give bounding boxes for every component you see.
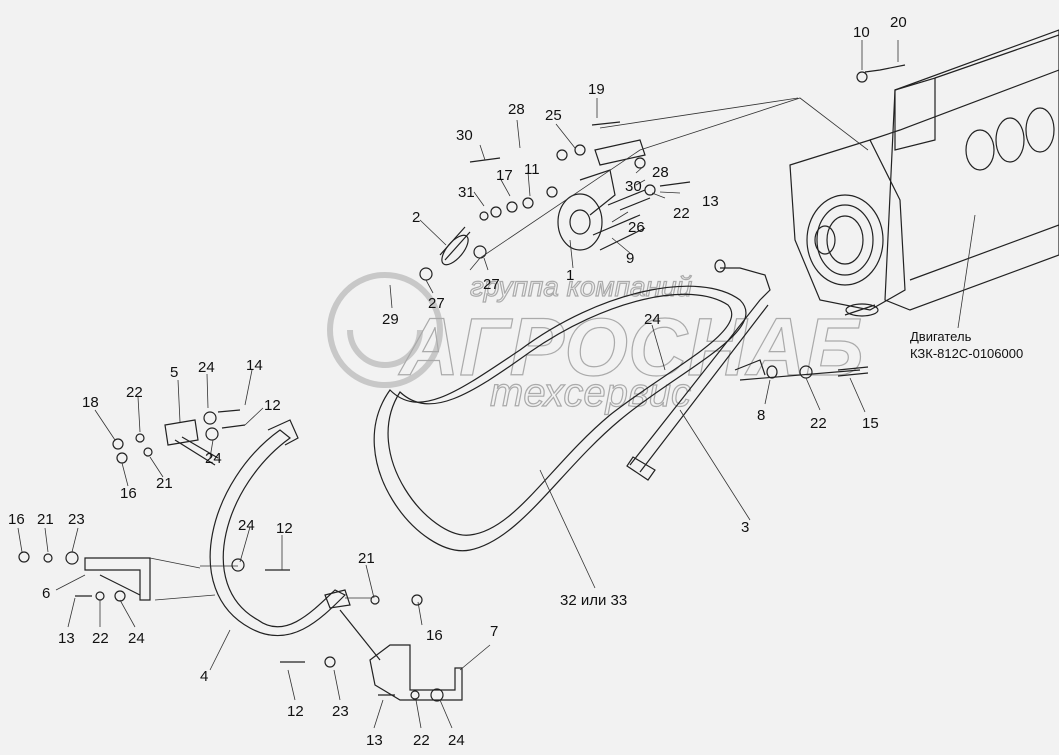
callout-14: 14 xyxy=(246,357,263,374)
watermark-line3: техсервис xyxy=(490,371,691,415)
callout-4: 4 xyxy=(200,668,208,685)
callout-24-strap: 24 xyxy=(238,517,255,534)
callout-30-left: 30 xyxy=(456,127,473,144)
callout-21-bracket6: 21 xyxy=(37,511,54,528)
callout-23-bracket6: 23 xyxy=(68,511,85,528)
bracket-5 xyxy=(112,409,246,466)
callout-26: 26 xyxy=(628,219,645,236)
callout-9: 9 xyxy=(626,250,634,267)
callout-19: 19 xyxy=(588,81,605,98)
engine-label-line2: КЗК-812С-0106000 xyxy=(910,346,1024,361)
callout-32-or-33: 32 или 33 xyxy=(560,592,627,609)
callout-23-bracket7: 23 xyxy=(332,703,349,720)
callout-2: 2 xyxy=(412,209,420,226)
callout-24-bracket5: 24 xyxy=(198,359,215,376)
callout-6: 6 xyxy=(42,585,50,602)
callout-7: 7 xyxy=(490,623,498,640)
callout-1: 1 xyxy=(566,267,574,284)
callout-13-bracket7: 13 xyxy=(366,732,383,749)
callout-11: 11 xyxy=(524,161,540,178)
watermark-line1: группа компаний xyxy=(470,271,693,302)
callout-8: 8 xyxy=(757,407,765,424)
leader-lines xyxy=(17,40,976,729)
callout-24-mid: 24 xyxy=(644,311,661,328)
callout-24-bracket6: 24 xyxy=(128,630,145,647)
engine-assembly xyxy=(789,29,1059,317)
callout-29: 29 xyxy=(382,311,399,328)
bracket-7 xyxy=(280,594,463,702)
callout-12-bracket5: 12 xyxy=(264,397,281,414)
callout-28-right: 28 xyxy=(652,164,669,181)
callout-15: 15 xyxy=(862,415,879,432)
callout-31: 31 xyxy=(458,184,475,201)
callout-30-right: 30 xyxy=(625,178,642,195)
callout-21-bracket5: 21 xyxy=(156,475,173,492)
belt-32-33 xyxy=(373,285,747,552)
callout-16-bracket6: 16 xyxy=(8,511,25,528)
callout-24-bracket7: 24 xyxy=(448,732,465,749)
callout-10: 10 xyxy=(853,24,870,41)
callout-27-a: 27 xyxy=(483,276,500,293)
callout-24-bracket5-lower: 24 xyxy=(205,450,222,467)
callout-12-bracket7: 12 xyxy=(287,703,304,720)
callout-13-bracket6: 13 xyxy=(58,630,75,647)
callout-25: 25 xyxy=(545,107,562,124)
engine-label-line1: Двигатель xyxy=(910,329,972,344)
tensioner-assembly xyxy=(419,64,906,281)
callout-3: 3 xyxy=(741,519,749,536)
callout-20: 20 xyxy=(890,14,907,31)
callout-27-b: 27 xyxy=(428,295,445,312)
callout-16-strap: 16 xyxy=(426,627,443,644)
callout-labels: 10 20 19 28 25 30 17 11 31 28 30 13 22 2… xyxy=(8,14,907,749)
callout-21-strap: 21 xyxy=(358,550,375,567)
callout-18: 18 xyxy=(82,394,99,411)
callout-5: 5 xyxy=(170,364,178,381)
callout-16-bracket5: 16 xyxy=(120,485,137,502)
watermark: группа компаний АГРОСНАБ техсервис xyxy=(327,270,864,416)
strap-4 xyxy=(209,419,351,637)
engine-label: Двигатель КЗК-812С-0106000 xyxy=(910,328,1023,362)
callout-22-bracket7: 22 xyxy=(413,732,430,749)
callout-12-strap: 12 xyxy=(276,520,293,537)
callout-22-bracket6: 22 xyxy=(92,630,109,647)
callout-17: 17 xyxy=(496,167,513,184)
watermark-gear-logo xyxy=(327,272,444,388)
callout-22-top: 22 xyxy=(673,205,690,222)
callout-22-bracket5: 22 xyxy=(126,384,143,401)
callout-13-top: 13 xyxy=(702,193,719,210)
callout-22-right: 22 xyxy=(810,415,827,432)
callout-28-top: 28 xyxy=(508,101,525,118)
bracket-6 xyxy=(18,551,290,602)
watermark-line2: АГРОСНАБ xyxy=(398,302,864,393)
